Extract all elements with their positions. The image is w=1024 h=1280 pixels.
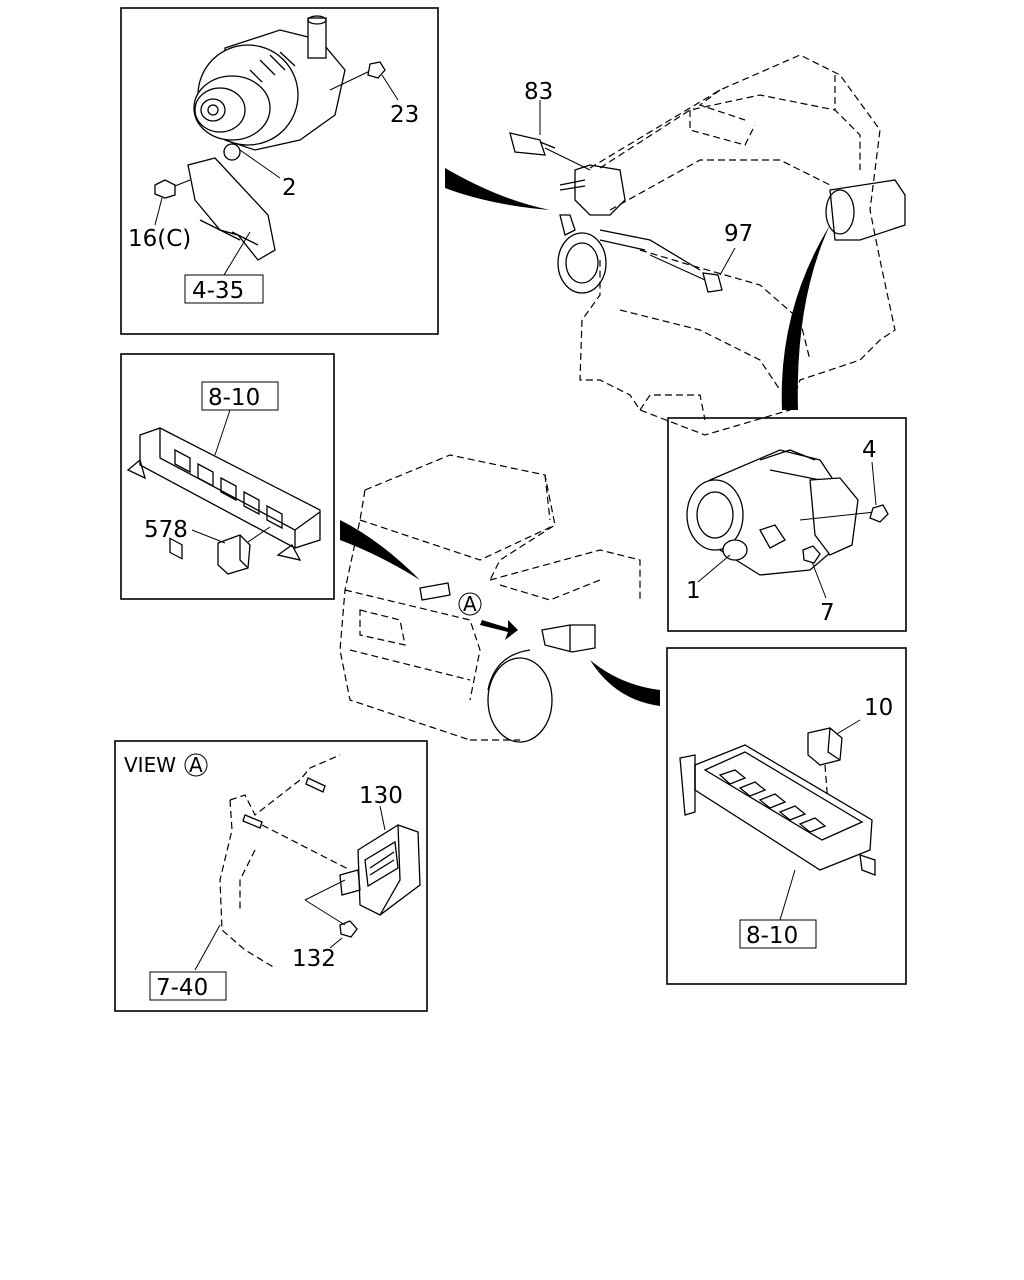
fuse-box-panel	[666, 647, 907, 985]
ref-box-4-35	[184, 274, 264, 304]
bracket	[187, 157, 276, 261]
view-a-panel	[114, 740, 428, 1012]
leader-8-10-bottom	[779, 869, 796, 921]
callout-16c: 16(C)	[128, 226, 191, 252]
sensor-83	[509, 100, 591, 171]
leader-swoosh-alternator	[445, 168, 550, 210]
relay-rack-panel	[120, 353, 335, 600]
leader-2	[239, 149, 281, 179]
callout-7: 7	[820, 600, 835, 626]
view-marker: A	[189, 753, 203, 777]
ref-7-40: 7-40	[156, 975, 208, 1001]
nut-132	[304, 879, 358, 949]
leader-4-35	[223, 231, 251, 276]
fuse-box-tray	[679, 744, 876, 876]
callout-1: 1	[686, 578, 701, 604]
nut-7	[802, 545, 827, 599]
ref-box-8-10-bottom	[739, 919, 817, 949]
leader-swoosh-starter	[781, 225, 830, 410]
callout-578: 578	[144, 517, 188, 543]
ref-4-35: 4-35	[192, 278, 244, 304]
direction-arrow	[480, 620, 518, 640]
callout-130: 130	[359, 783, 403, 809]
engine-block-outline	[557, 54, 906, 436]
relay-rack	[126, 427, 321, 561]
ref-box-7-40	[149, 971, 227, 1001]
marker-a: A	[463, 592, 477, 616]
ref-8-10-bottom: 8-10	[746, 923, 798, 949]
alternator-panel	[120, 7, 439, 335]
view-a-body-panel	[219, 754, 351, 969]
leader-swoosh-fuse-box	[590, 660, 660, 706]
bolt-16c	[154, 179, 191, 226]
callout-4: 4	[862, 437, 877, 463]
relay-578	[191, 526, 271, 575]
alternator	[193, 15, 373, 161]
callout-132: 132	[292, 946, 336, 972]
marker-a-circle	[458, 592, 482, 616]
truck-outline	[339, 454, 641, 743]
control-unit-130	[339, 805, 421, 916]
fuse-box-in-truck	[541, 624, 596, 653]
relay-10	[807, 727, 843, 831]
view-marker-circle	[184, 753, 208, 777]
leader-10	[834, 719, 861, 736]
leader-1	[697, 554, 731, 583]
sensor-97	[649, 247, 736, 293]
ref-box-8-10-top	[201, 381, 279, 411]
view-label: VIEW	[124, 753, 176, 777]
callout-97: 97	[724, 221, 753, 247]
callout-83: 83	[524, 79, 553, 105]
starter-panel	[667, 417, 907, 632]
leader-8-10-top	[214, 409, 231, 456]
leader-swoosh-relay-box	[340, 520, 420, 580]
nut-23	[367, 61, 399, 101]
leader-7-40	[194, 924, 221, 971]
callout-2: 2	[282, 175, 297, 201]
relay-rack-in-truck	[419, 582, 451, 601]
callout-10: 10	[864, 695, 893, 721]
starter-motor	[686, 449, 876, 576]
bolt-4	[869, 461, 889, 523]
ref-8-10-top: 8-10	[208, 385, 260, 411]
callout-23: 23	[390, 102, 419, 128]
